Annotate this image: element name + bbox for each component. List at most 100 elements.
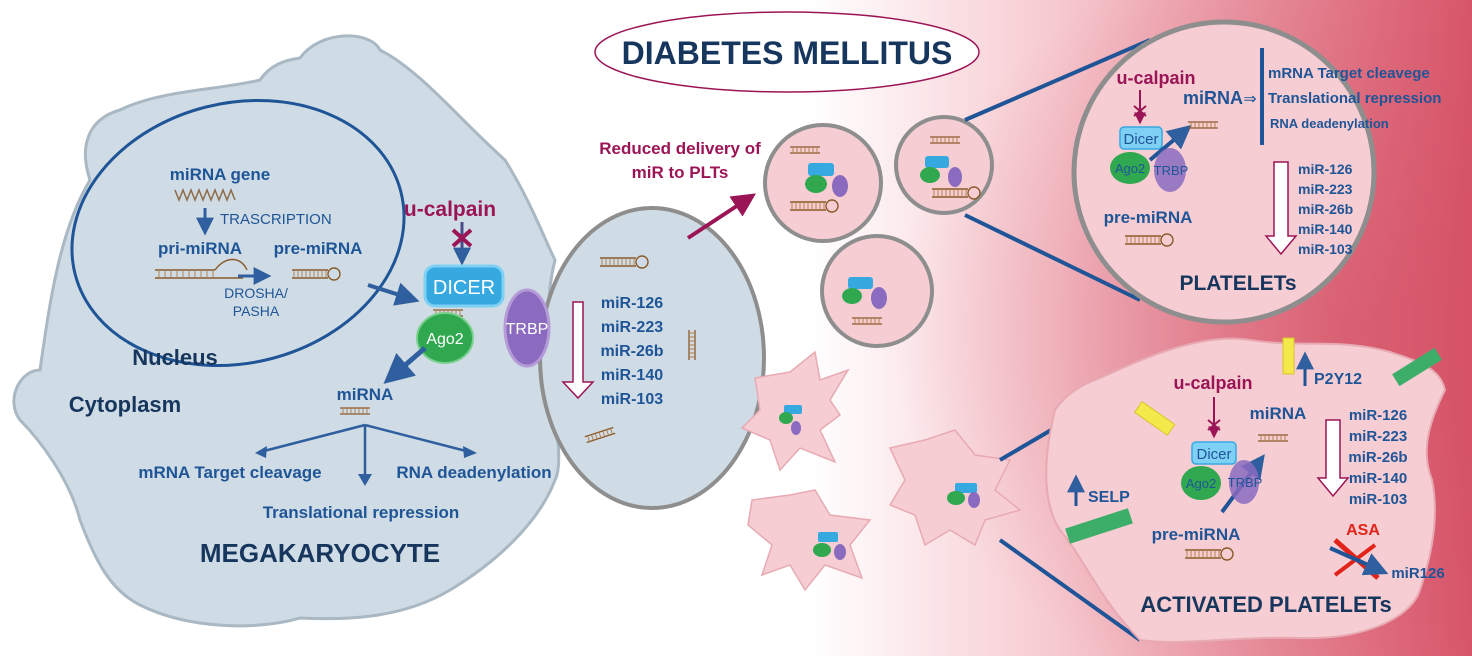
dicer-icon [818,532,838,542]
mirna-label: miRNA [337,385,394,404]
activated-ago2-label: Ago2 [1186,476,1216,491]
pre-mirna-to-dicer-arrow [367,282,420,306]
cytoplasm-label: Cytoplasm [69,392,181,417]
ago2-icon [805,175,827,193]
asa-mir126-arrow [1329,546,1389,576]
inhibition-cross-icon [1207,419,1221,431]
trbp-icon [871,287,887,309]
mir-item: miR-126 [1298,161,1353,177]
outcome-cleavage: mRNA Target cleavage [138,463,321,482]
platelets-dicer-protein [1119,126,1163,150]
delivery-arrow [686,193,757,240]
platelet-zoom-lines [964,38,1151,302]
resting-platelet [894,115,994,215]
inhibition-cross-icon [451,228,473,248]
activated-u-calpain-label: u-calpain [1173,373,1252,393]
mir-item: miR-140 [1298,221,1353,237]
platelets-mir-list: miR-126 miR-223 miR-26b miR-140 miR-103 [1298,161,1353,257]
inhibition-cross-icon [1133,105,1147,117]
arrowhead-icon [358,474,372,486]
mir-item: miR-223 [1298,181,1353,197]
megakaryocyte-body [12,34,561,628]
pri-mirna-label: pri-miRNA [158,239,242,258]
megakaryocyte: miRNA gene TRASCRIPTION pri-miRNA pre-mi… [12,34,766,628]
dicer-icon [784,405,802,414]
platelets-trbp-protein [1154,148,1186,192]
platelets-outcome: Translational repression [1268,90,1441,107]
trbp-icon [832,175,848,197]
u-calpain-label: u-calpain [404,198,496,221]
mir-item: miR-140 [601,367,663,384]
trbp-icon [968,492,980,508]
mirna-outcome-arrows [259,423,471,478]
activated-mir-list: miR-126 miR-223 miR-26b miR-140 miR-103 [1348,407,1407,508]
pri-mirna-icon [155,258,248,279]
selp-receptor [1392,347,1442,387]
page-title: DIABETES MELLITUS [622,35,953,71]
platelets-trbp-label: TRBP [1154,163,1189,178]
drosha-label: DROSHA/ [224,285,288,301]
decrease-arrow-icon [1264,161,1298,256]
platelets-zoom: u-calpain miRNA ⇒ mRNA Target cleavege T… [1071,19,1441,325]
p2y12-label: P2Y12 [1314,371,1362,388]
gene-dna-icon [174,187,236,203]
ago2-icon [813,543,831,557]
activated-ago2-protein [1181,466,1221,500]
platelets-pre-mirna-label: pre-miRNA [1104,208,1193,227]
mir-item: miR-126 [601,295,663,312]
trbp-icon [791,421,801,435]
platelets-zoom-circle [1071,19,1377,325]
asa-label: ASA [1346,522,1380,539]
p2y12-receptor [1282,337,1295,375]
activated-dicer-protein [1191,441,1237,465]
dicer-protein [423,264,505,308]
transcription-label: TRASCRIPTION [220,211,332,228]
activated-dicer-label: Dicer [1196,446,1231,463]
decrease-arrow-icon [561,301,595,400]
mir126-label: miR126 [1391,565,1444,582]
mir-item: miR-26b [1348,449,1407,466]
arrowhead-icon [255,446,267,458]
platelets-ago2-protein [1110,152,1150,184]
delivery-label-line2: miR to PLTs [632,163,729,182]
dicer-icon [808,163,834,176]
trbp-label: TRBP [506,321,549,338]
nucleus-membrane [70,98,406,368]
outcome-repression: Translational repression [263,503,460,522]
arrowhead-icon [463,446,477,458]
dicer-icon [955,483,977,493]
activated-mirna-label: miRNA [1250,404,1307,423]
p2y12-receptor [1133,400,1176,436]
trbp-icon [948,167,962,187]
ago2-label: Ago2 [426,331,463,348]
small-activated-platelet [747,489,872,592]
nucleus-label: Nucleus [132,345,218,370]
mir-item: miR-26b [1298,201,1353,217]
small-activated-platelet [888,429,1022,547]
pre-mirna-label: pre-miRNA [274,239,363,258]
ago2-icon [779,412,793,424]
pasha-label: PASHA [233,303,280,319]
selp-label: SELP [1088,489,1130,506]
mir-item: miR-103 [1298,241,1353,257]
dicer-icon [925,156,949,168]
ago2-to-mirna-arrow [383,346,427,384]
mir-item: miR-223 [1349,428,1407,445]
mir-item: miR-103 [1349,491,1407,508]
ago2-icon [947,491,965,505]
delivery-label-line1: Reduced delivery of [599,139,761,158]
platelets-outcome: RNA deadenylation [1270,116,1389,131]
mir-item: miR-26b [600,343,663,360]
mirna-gene-label: miRNA gene [170,165,270,184]
platelets-mirna-label: miRNA [1183,88,1243,108]
decrease-arrow-icon [1316,419,1350,498]
ago2-icon [920,167,940,183]
megakaryocyte-label: MEGAKARYOCYTE [200,538,440,568]
platelets-outcome: mRNA Target cleavege [1268,65,1430,82]
small-activated-platelet [740,350,850,472]
mir-item: miR-103 [601,391,663,408]
platelets-u-calpain-label: u-calpain [1116,68,1195,88]
activated-platelets-label: ACTIVATED PLATELETs [1140,592,1391,617]
platelets-dicer-arrow [1148,124,1192,162]
